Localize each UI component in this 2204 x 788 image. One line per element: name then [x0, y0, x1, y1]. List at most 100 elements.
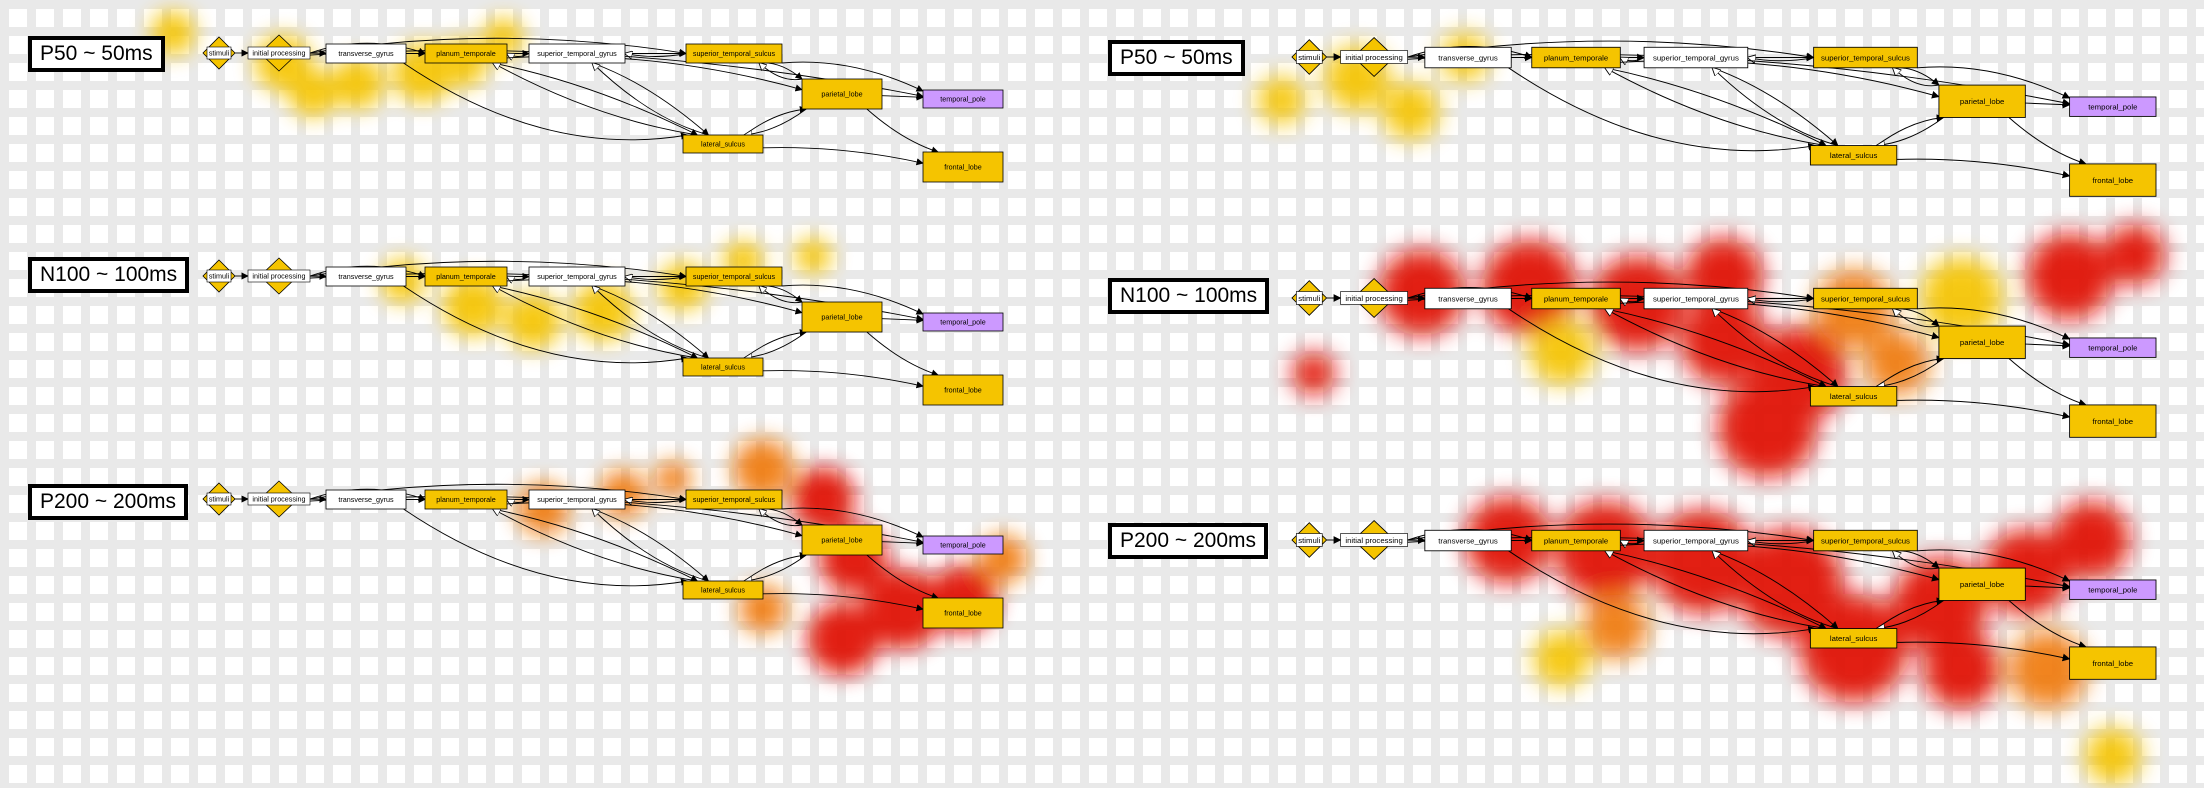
- node-label-box: [1340, 291, 1408, 305]
- node-box: [528, 266, 626, 287]
- heat-blob: [2026, 233, 2113, 320]
- edge-superior_temporal_sulcus-to-superior_temporal_gyrus: [1748, 58, 1814, 61]
- edge-superior_temporal_gyrus-to-lateral_sulcus: [592, 62, 710, 136]
- node-box: [1813, 46, 1918, 69]
- node-box: [1809, 145, 1898, 166]
- edge-lateral_sulcus-to-frontal_lobe: [762, 593, 924, 612]
- heat-blob: [1529, 319, 1595, 385]
- node-box: [2069, 579, 2157, 600]
- node-label: superior_temporal_sulcus: [693, 49, 776, 58]
- node-superior-temporal-sulcus: superior_temporal_sulcus: [685, 43, 783, 64]
- edge-parietal_lobe-to-temporal_pole: [881, 316, 924, 324]
- node-parietal-lobe: parietal_lobe: [1938, 84, 2026, 118]
- node-label: parietal_lobe: [821, 536, 862, 545]
- edge-lateral_sulcus-to-superior_temporal_gyrus: [1712, 309, 1839, 388]
- node-label: initial processing: [252, 49, 305, 58]
- edge-lateral_sulcus-to-parietal_lobe: [744, 329, 808, 359]
- edge-parietal_lobe-to-superior_temporal_sulcus: [759, 63, 803, 81]
- node-temporal-pole: temporal_pole: [922, 312, 1004, 332]
- node-label: frontal_lobe: [944, 609, 982, 618]
- edge-superior_temporal_gyrus-to-planum_temporale: [507, 277, 530, 280]
- edge-lateral_sulcus-to-parietal_lobe: [744, 106, 808, 136]
- node-lateral-sulcus: lateral_sulcus: [682, 357, 764, 377]
- node-box: [1424, 529, 1512, 552]
- node-label: superior_temporal_sulcus: [1821, 53, 1910, 62]
- node-temporal-pole: temporal_pole: [2069, 337, 2157, 358]
- node-box: [922, 312, 1004, 332]
- edge-superior_temporal_sulcus-to-temporal_pole: [781, 507, 924, 538]
- edge-lateral_sulcus-to-planum_temporale: [1605, 68, 1827, 147]
- node-label: temporal_pole: [940, 95, 986, 104]
- heat-blob: [2009, 630, 2087, 709]
- edge-initial_processing-to-planum_temporale: [1407, 45, 1533, 59]
- panel-label-p200-right: P200 ~ 200ms: [1108, 523, 1269, 559]
- node-box: [424, 43, 508, 64]
- node-temporal-pole: temporal_pole: [2069, 96, 2157, 117]
- node-superior-temporal-gyrus: superior_temporal_gyrus: [528, 266, 626, 287]
- node-label: initial processing: [1345, 294, 1402, 303]
- node-box: [2069, 96, 2157, 117]
- edge-lateral_sulcus-to-frontal_lobe: [762, 370, 924, 389]
- edge-superior_temporal_gyrus-to-lateral_sulcus: [1712, 308, 1839, 388]
- node-label: superior_temporal_sulcus: [693, 495, 776, 504]
- node-label: parietal_lobe: [1960, 97, 2004, 106]
- node-box: [1809, 386, 1898, 407]
- node-box: [1531, 287, 1621, 310]
- edge-parietal_lobe-to-frontal_lobe: [866, 331, 939, 377]
- node-label: lateral_sulcus: [1830, 392, 1878, 401]
- edge-parietal_lobe-to-frontal_lobe: [2008, 358, 2087, 407]
- edge-parietal_lobe-to-frontal_lobe: [866, 108, 939, 154]
- heat-blob: [1590, 255, 1686, 351]
- heat-blob: [1378, 249, 1465, 336]
- node-label: temporal_pole: [2088, 343, 2137, 352]
- node-box: [2069, 646, 2157, 680]
- node-transverse-gyrus: transverse_gyrus: [325, 266, 407, 287]
- node-box: [325, 266, 407, 287]
- edge-planum_temporale-to-lateral_sulcus: [1605, 67, 1827, 146]
- heat-blob: [573, 281, 633, 341]
- node-label: transverse_gyrus: [338, 49, 394, 58]
- edge-lateral_sulcus-to-planum_temporale: [493, 509, 698, 582]
- edge-parietal_lobe-to-lateral_sulcus: [1877, 117, 1944, 145]
- node-box: [801, 524, 883, 556]
- node-label: parietal_lobe: [821, 313, 862, 322]
- edge-lateral_sulcus-to-frontal_lobe: [1896, 641, 2071, 662]
- heat-blob: [332, 57, 384, 109]
- edge-superior_temporal_gyrus-to-planum_temporale: [507, 54, 530, 57]
- edge-planum_temporale-to-lateral_sulcus: [492, 285, 699, 359]
- edge-lateral_sulcus-to-planum_temporale: [1605, 551, 1827, 630]
- node-label: stimuli: [1298, 294, 1320, 303]
- edge-transverse_gyrus-to-lateral_sulcus: [403, 62, 689, 141]
- edge-parietal_lobe-to-superior_temporal_sulcus: [759, 509, 803, 527]
- node-initial-processing: initial processing: [1340, 519, 1408, 561]
- node-label: planum_temporale: [436, 49, 496, 58]
- node-superior-temporal-gyrus: superior_temporal_gyrus: [1643, 46, 1749, 69]
- node-label: transverse_gyrus: [1438, 294, 1498, 303]
- node-box: [801, 301, 883, 333]
- edge-superior_temporal_sulcus-to-temporal_pole: [1917, 66, 2071, 99]
- node-label: parietal_lobe: [1960, 580, 2004, 589]
- node-box: [682, 357, 764, 377]
- edge-transverse_gyrus-to-lateral_sulcus: [1508, 67, 1817, 152]
- node-label: stimuli: [1298, 536, 1320, 545]
- heat-blob: [1920, 256, 2003, 340]
- node-frontal-lobe: frontal_lobe: [922, 597, 1004, 629]
- node-planum-temporale: planum_temporale: [424, 266, 508, 287]
- node-label: transverse_gyrus: [1438, 53, 1498, 62]
- node-box: [1643, 529, 1749, 552]
- edge-parietal_lobe-to-frontal_lobe: [2008, 117, 2087, 166]
- node-initial-processing: initial processing: [1340, 36, 1408, 78]
- heat-blob: [1583, 594, 1649, 659]
- heat-blob: [1717, 377, 1817, 478]
- edge-superior_temporal_gyrus-to-lateral_sulcus: [592, 508, 710, 582]
- node-frontal-lobe: frontal_lobe: [922, 374, 1004, 406]
- node-box: [685, 43, 783, 64]
- node-parietal-lobe: parietal_lobe: [1938, 567, 2026, 601]
- node-stimuli: stimuli: [202, 36, 236, 70]
- node-transverse-gyrus: transverse_gyrus: [325, 489, 407, 510]
- node-label-box: [1340, 533, 1408, 547]
- node-initial-processing: initial processing: [247, 480, 311, 518]
- node-transverse-gyrus: transverse_gyrus: [1424, 287, 1512, 310]
